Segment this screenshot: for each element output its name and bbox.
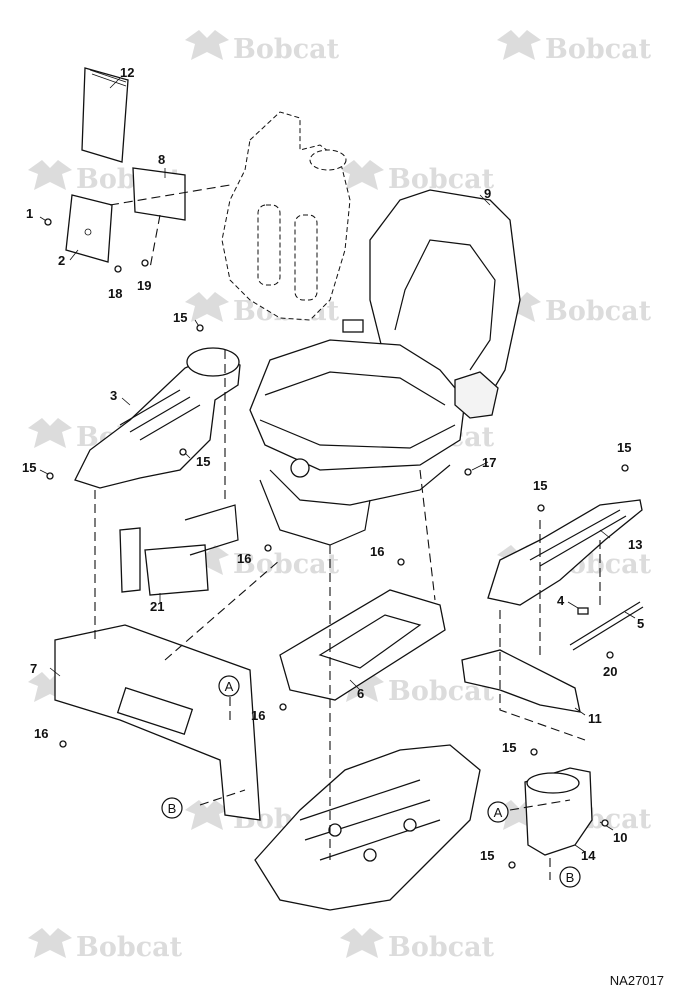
watermark-text: Bobcat xyxy=(388,932,495,963)
callout-number: 16 xyxy=(34,726,48,741)
callout-labels: 12 8 1 2 18 19 9 15 3 15 15 17 15 15 13 … xyxy=(22,65,644,863)
callout-number: 9 xyxy=(484,186,491,201)
mount-bracket xyxy=(65,194,113,263)
callout-number: 15 xyxy=(173,310,187,325)
assembly-leader-lines xyxy=(94,184,601,880)
mount-plate xyxy=(132,167,186,221)
callout-number: 16 xyxy=(237,551,251,566)
callout-number: 10 xyxy=(613,830,627,845)
detail-letter: B xyxy=(566,870,575,885)
callout-number: 1 xyxy=(26,206,33,221)
callout-number: 15 xyxy=(480,848,494,863)
callout-number: 15 xyxy=(22,460,36,475)
detail-letter: A xyxy=(225,679,234,694)
callout-number: 21 xyxy=(150,599,164,614)
callout-number: 16 xyxy=(251,708,265,723)
callout-number: 15 xyxy=(502,740,516,755)
watermark-text: Bobcat xyxy=(76,932,183,963)
detail-circle xyxy=(161,797,183,819)
detail-letter: A xyxy=(494,805,503,820)
seat-mount-plate xyxy=(279,589,446,701)
callout-number: 15 xyxy=(196,454,210,469)
callout-number: 2 xyxy=(58,253,65,268)
callout-number: 15 xyxy=(617,440,631,455)
drawing-number: NA27017 xyxy=(609,973,664,988)
machine-chassis xyxy=(254,744,481,911)
callout-number: 7 xyxy=(30,661,37,676)
callout-number: 20 xyxy=(603,664,617,679)
callout-number: 3 xyxy=(110,388,117,403)
detail-circle xyxy=(559,866,581,888)
console-bracket xyxy=(119,504,239,596)
left-armrest xyxy=(74,347,241,489)
seat-assembly xyxy=(249,189,521,546)
callout-number: 6 xyxy=(357,686,364,701)
detail-references: A B A B xyxy=(161,675,581,888)
console-mount xyxy=(461,649,581,713)
ghost-seat-frame xyxy=(221,111,351,321)
callout-number: 11 xyxy=(588,711,602,726)
callout-number: 16 xyxy=(370,544,384,559)
cup-holder xyxy=(524,767,593,856)
detail-circle xyxy=(218,675,240,697)
seat-belt-retractor xyxy=(81,67,129,163)
watermark-text: Bobcat xyxy=(545,296,652,327)
watermark-text: Bobcat xyxy=(545,34,652,65)
watermark-text: Bobcat xyxy=(388,164,495,195)
callout-number: 5 xyxy=(637,616,644,631)
watermark-text: Bobcat xyxy=(233,34,340,65)
callout-number: 18 xyxy=(108,286,122,301)
small-hardware xyxy=(569,601,644,651)
callout-number: 17 xyxy=(482,455,496,470)
callout-number: 4 xyxy=(557,593,565,608)
callout-number: 19 xyxy=(137,278,151,293)
watermark-text: Bobcat xyxy=(233,549,340,580)
detail-letter: B xyxy=(168,801,177,816)
fasteners xyxy=(44,218,629,869)
callout-number: 8 xyxy=(158,152,165,167)
callout-number: 14 xyxy=(581,848,596,863)
callout-number: 13 xyxy=(628,537,642,552)
detail-circle xyxy=(487,801,509,823)
callout-number: 12 xyxy=(120,65,134,80)
base-plate xyxy=(54,624,261,821)
callout-number: 15 xyxy=(533,478,547,493)
